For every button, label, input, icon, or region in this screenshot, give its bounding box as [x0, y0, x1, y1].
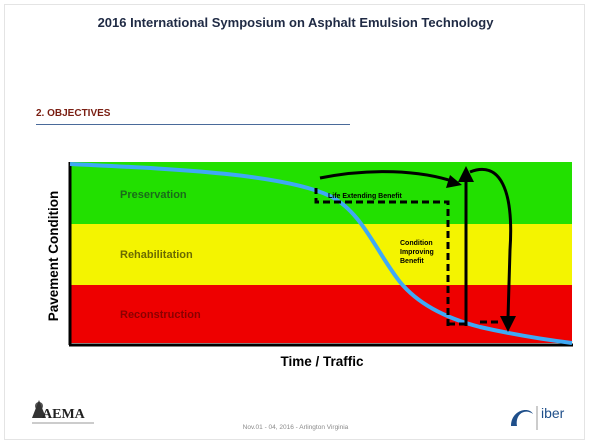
iber-logo-text: iber	[541, 405, 565, 421]
condition-improving-label-line3: Benefit	[400, 258, 424, 265]
zone-label-preservation: Preservation	[120, 189, 187, 201]
y-axis-label: Pavement Condition	[46, 191, 61, 322]
iber-logo: iber	[511, 405, 565, 430]
condition-improving-label-line2: Improving	[400, 249, 434, 256]
footer-date-location: Nov.01 - 04, 2016 - Arlington Virginia	[242, 424, 349, 431]
life-extending-label: Life Extending Benefit	[328, 193, 403, 200]
iber-logo-swoosh	[511, 410, 533, 426]
life-extending-arrowhead	[446, 175, 462, 188]
zone-label-rehabilitation: Rehabilitation	[120, 249, 193, 261]
condition-improving-label-line1: Condition	[400, 240, 433, 247]
life-extending-dashed-path	[314, 188, 450, 326]
slide-title: 2016 International Symposium on Asphalt …	[97, 15, 494, 30]
aema-logo-mark	[32, 400, 46, 418]
zone-label-reconstruction: Reconstruction	[120, 309, 201, 321]
condition-improving-drop-arc	[469, 167, 513, 319]
deterioration-curve	[69, 162, 573, 345]
condition-improving-arrowhead	[458, 166, 474, 182]
zone-reconstruction	[70, 285, 572, 343]
section-heading: 2. OBJECTIVES	[36, 108, 111, 119]
zone-rehabilitation	[70, 224, 572, 285]
aema-logo-text: AEMA	[42, 407, 86, 422]
aema-logo: AEMA	[32, 400, 94, 424]
slide-frame	[4, 4, 585, 440]
life-extending-arc	[319, 170, 456, 184]
section-divider	[36, 124, 350, 125]
condition-improving-drop-arrowhead	[500, 316, 516, 332]
x-axis-label: Time / Traffic	[280, 354, 364, 369]
